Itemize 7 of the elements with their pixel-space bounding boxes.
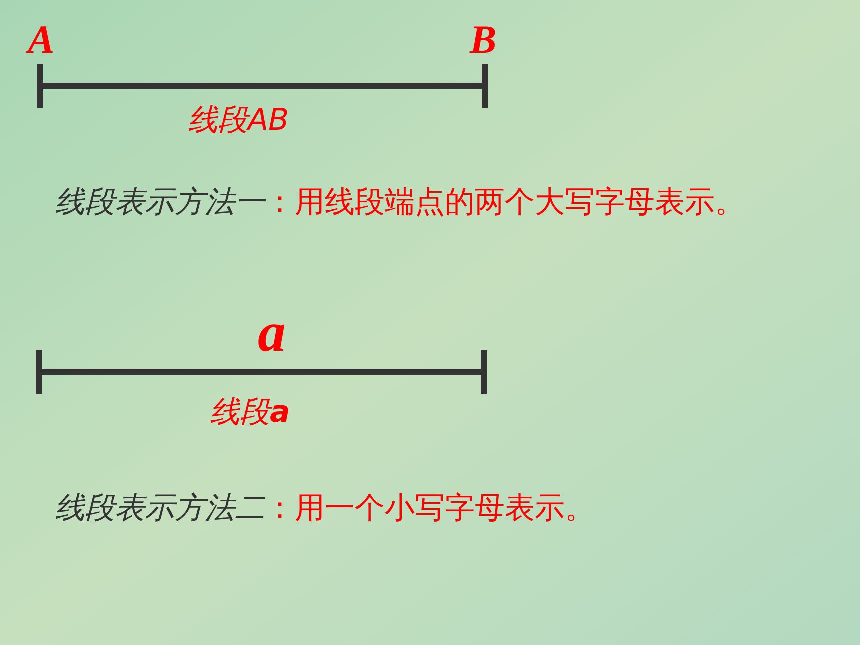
definition-text: 线段表示方法二：用一个小写字母表示。 bbox=[55, 492, 595, 525]
point-label: A bbox=[28, 18, 55, 62]
definition-text: 线段表示方法一：用线段端点的两个大写字母表示。 bbox=[55, 186, 745, 219]
point-label: B bbox=[470, 18, 497, 62]
segment-label: 线段a bbox=[210, 396, 290, 429]
segment-label: 线段AB bbox=[188, 104, 290, 137]
segment-letter: a bbox=[258, 303, 286, 365]
